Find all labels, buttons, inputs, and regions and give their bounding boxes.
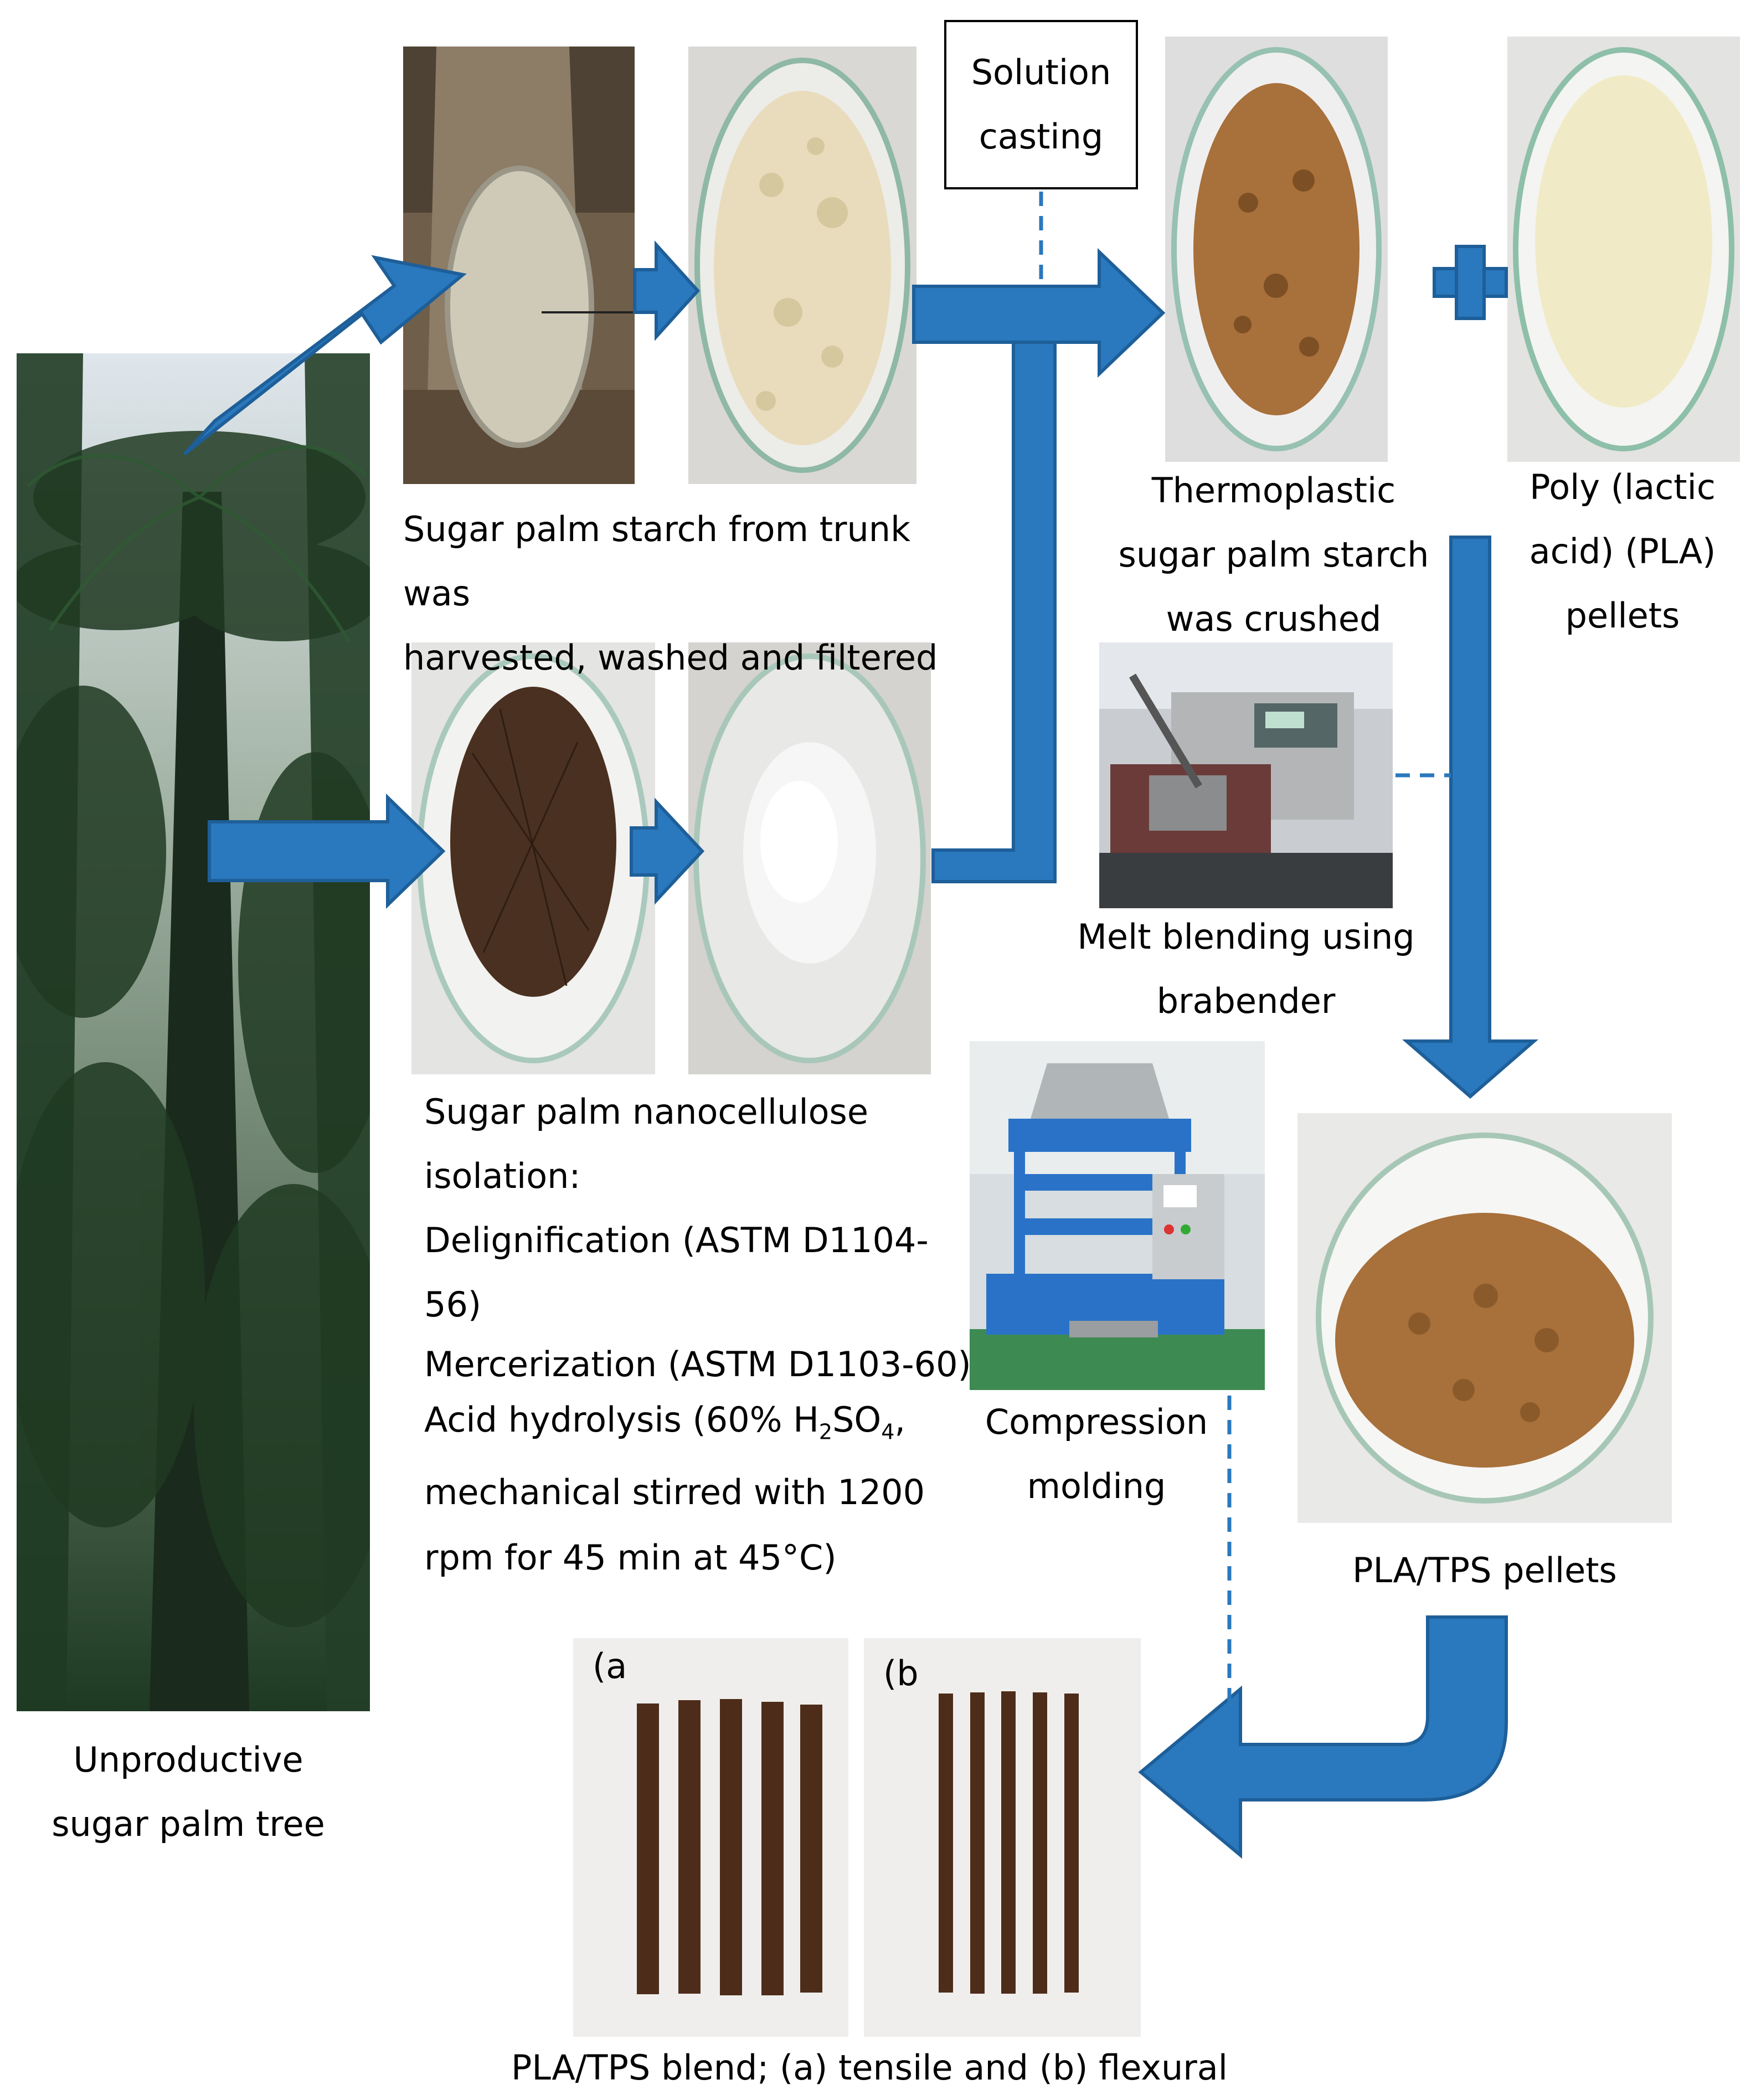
compression-press-photo	[970, 1041, 1265, 1390]
press-label-line-1: Compression	[985, 1402, 1208, 1442]
nanocellulose-dish-photo	[688, 642, 931, 1074]
starch-caption-line-1: Sugar palm starch from trunk was	[403, 509, 910, 614]
nano-caption-line-8: rpm for 45 min at 45°C)	[424, 1537, 837, 1578]
pla-label-line-2: acid) (PLA)	[1529, 531, 1716, 572]
pla-label-line-3: pellets	[1565, 595, 1680, 636]
tensile-tag: (a	[593, 1646, 627, 1686]
fiber-dish-photo	[411, 642, 655, 1074]
final-caption: PLA/TPS blend; (a) tensile and (b) flexu…	[476, 2036, 1263, 2100]
plus-icon	[1433, 245, 1508, 320]
final-caption-line-1: PLA/TPS blend; (a) tensile and (b) flexu…	[511, 2047, 1228, 2088]
pla-label: Poly (lactic acid) (PLA) pellets	[1506, 455, 1739, 648]
starch-powder-dish-photo	[688, 47, 916, 484]
tps-dish-photo	[1165, 37, 1388, 462]
tps-label-line-2: sugar palm starch	[1118, 534, 1429, 575]
tps-label-line-3: was crushed	[1166, 599, 1382, 639]
nano-caption-line-2: isolation:	[424, 1156, 581, 1196]
acid-sub-2: 4	[881, 1419, 895, 1444]
acid-prefix: Acid hydrolysis (60% H	[424, 1399, 819, 1440]
blend-pellets-label: PLA/TPS pellets	[1297, 1538, 1672, 1603]
tps-label-line-1: Thermoplastic	[1151, 470, 1396, 511]
blend-pellets-label-line-1: PLA/TPS pellets	[1352, 1550, 1617, 1591]
flexural-tag: (b	[883, 1653, 919, 1694]
nano-caption-line-3: Delignification (ASTM D1104-	[424, 1220, 929, 1260]
nano-caption-line-5: Mercerization (ASTM D1103-60)	[424, 1344, 971, 1384]
solution-casting-line-1: Solution	[971, 52, 1111, 92]
brabender-label-line-1: Melt blending using	[1077, 917, 1415, 957]
solution-casting-box: Solution casting	[944, 20, 1138, 189]
nano-caption-line-1: Sugar palm nanocellulose	[424, 1092, 868, 1132]
tensile-specimens-photo	[573, 1638, 848, 2037]
acid-suffix: ,	[894, 1399, 906, 1440]
nano-caption-line-7: mechanical stirred with 1200	[424, 1472, 925, 1513]
pla-tps-pellets-dish-photo	[1297, 1113, 1672, 1523]
brabender-machine-photo	[1099, 642, 1393, 908]
brabender-label-line-2: brabender	[1156, 981, 1336, 1021]
nano-caption-line-4: 56)	[424, 1284, 482, 1325]
flexural-specimens-photo	[864, 1638, 1141, 2037]
palm-trunk-photo	[403, 47, 635, 484]
acid-sub-1: 2	[818, 1419, 833, 1444]
palm-tree-photo	[17, 353, 370, 1711]
arrow-pellets-to-specimens	[1138, 1615, 1508, 1859]
tree-label: Unproductive sugar palm tree	[17, 1728, 360, 1856]
starch-caption: Sugar palm starch from trunk was harvest…	[403, 497, 985, 690]
tree-label-line-2: sugar palm tree	[52, 1804, 325, 1844]
nanocellulose-caption: Sugar palm nanocellulose isolation: Deli…	[424, 1080, 978, 1590]
acid-mid: SO	[832, 1399, 882, 1440]
tree-label-line-1: Unproductive	[73, 1739, 303, 1780]
press-label-line-2: molding	[1027, 1466, 1166, 1506]
starch-caption-line-2: harvested, washed and filtered	[403, 637, 938, 678]
pla-pellets-dish-photo	[1507, 37, 1740, 462]
nano-caption-acid-line: Acid hydrolysis (60% H2SO4,	[424, 1392, 978, 1459]
pla-label-line-1: Poly (lactic	[1530, 467, 1716, 507]
brabender-label: Melt blending using brabender	[1052, 905, 1440, 1033]
press-label: Compression molding	[952, 1390, 1240, 1519]
tps-label: Thermoplastic sugar palm starch was crus…	[1102, 459, 1445, 651]
solution-casting-line-2: casting	[979, 116, 1104, 157]
arrow-starch-to-tps	[912, 248, 1166, 378]
